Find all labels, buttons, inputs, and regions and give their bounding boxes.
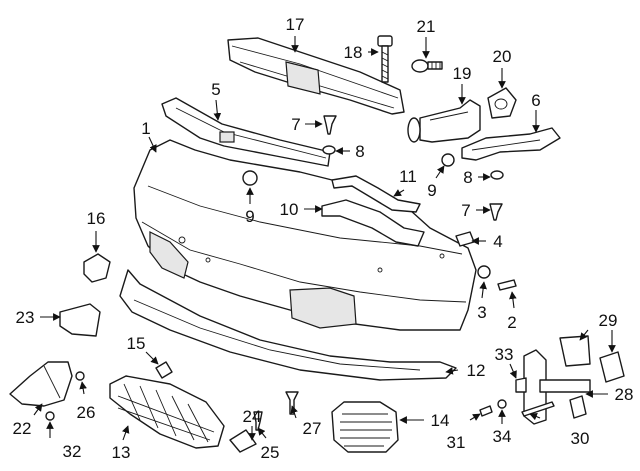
callout-31: 31 bbox=[447, 433, 466, 452]
callout-33: 33 bbox=[495, 345, 514, 364]
callout-1: 1 bbox=[141, 119, 150, 138]
round-grille-part bbox=[331, 401, 399, 453]
callout-15: 15 bbox=[127, 334, 146, 353]
callout-18: 18 bbox=[344, 43, 363, 62]
callout-4: 4 bbox=[493, 232, 502, 251]
bracket-23-part bbox=[59, 303, 101, 337]
callout-2: 2 bbox=[507, 313, 516, 332]
callout-17: 17 bbox=[286, 15, 305, 34]
callout-11: 11 bbox=[399, 167, 417, 186]
callout-3: 3 bbox=[477, 303, 486, 322]
callout-8-lower: 8 bbox=[463, 168, 472, 187]
callout-12: 12 bbox=[467, 361, 486, 380]
callout-6: 6 bbox=[531, 91, 540, 110]
callout-22: 22 bbox=[13, 419, 32, 438]
leader-lines bbox=[33, 36, 616, 441]
callout-29: 29 bbox=[599, 311, 618, 330]
callout-9-left: 9 bbox=[245, 207, 254, 226]
callout-28: 28 bbox=[615, 385, 634, 404]
bracket-11-part bbox=[331, 175, 421, 213]
lower-lip-part bbox=[119, 269, 457, 381]
bolt-18-part bbox=[377, 35, 393, 83]
clip-16-part bbox=[83, 253, 111, 283]
callout-7-lower: 7 bbox=[461, 201, 470, 220]
callout-23: 23 bbox=[16, 308, 35, 327]
callout-9-right: 9 bbox=[427, 181, 436, 200]
lower-grille-part bbox=[109, 375, 225, 449]
callout-25: 25 bbox=[261, 443, 280, 462]
callout-27: 27 bbox=[303, 419, 322, 438]
bolt-21-part bbox=[411, 59, 443, 73]
bumper-cover-part bbox=[133, 139, 477, 331]
callout-10: 10 bbox=[280, 200, 299, 219]
callout-16: 16 bbox=[87, 209, 106, 228]
callout-24: 24 bbox=[243, 407, 262, 426]
callout-8-upper: 8 bbox=[355, 142, 364, 161]
callout-26: 26 bbox=[77, 403, 96, 422]
callout-21: 21 bbox=[417, 17, 436, 36]
callout-19: 19 bbox=[453, 64, 472, 83]
callout-5: 5 bbox=[211, 80, 220, 99]
callout-13: 13 bbox=[112, 443, 131, 462]
callout-32: 32 bbox=[63, 442, 82, 461]
light-housing-part bbox=[9, 361, 73, 407]
callout-20: 20 bbox=[493, 47, 512, 66]
gasket-part bbox=[487, 87, 517, 119]
bracket-10-part bbox=[321, 199, 425, 247]
side-bracket-part bbox=[461, 127, 561, 161]
callout-30: 30 bbox=[571, 429, 590, 448]
callout-14: 14 bbox=[431, 411, 450, 430]
air-duct-part bbox=[407, 99, 481, 143]
callout-labels: 1 2 3 4 5 6 7 7 8 8 9 9 10 11 12 13 14 1… bbox=[13, 15, 634, 462]
callout-34: 34 bbox=[493, 427, 512, 446]
reinforcement-bar-part bbox=[227, 37, 405, 115]
upper-bracket-part bbox=[161, 97, 331, 167]
callout-7-upper: 7 bbox=[291, 115, 300, 134]
